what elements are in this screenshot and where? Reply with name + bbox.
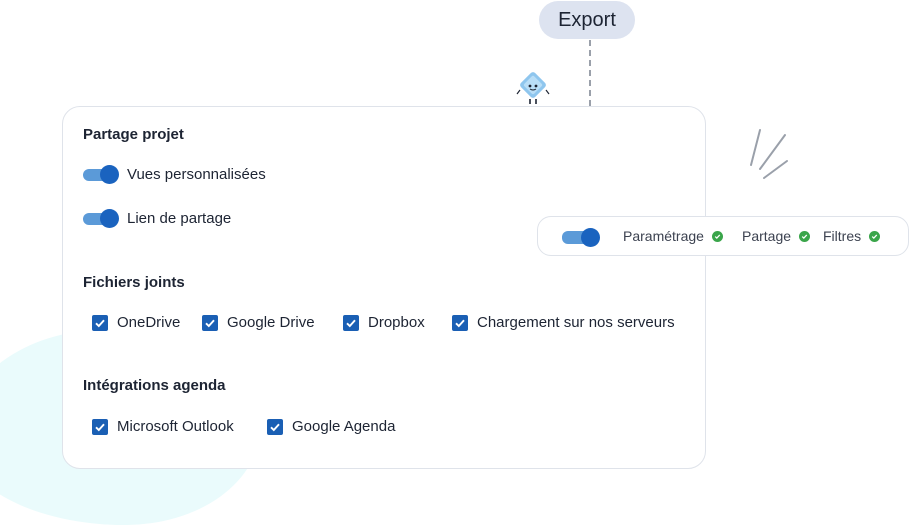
checkbox-onedrive[interactable]: OneDrive [92, 314, 180, 331]
toggle-knob [581, 228, 600, 247]
toggle-knob [100, 209, 119, 228]
check-circle-icon [799, 230, 811, 242]
checkbox-label: Chargement sur nos serveurs [477, 314, 675, 331]
toggle-switch[interactable] [83, 165, 119, 184]
checkbox-label: Dropbox [368, 314, 425, 331]
check-circle-icon [869, 230, 881, 242]
checkbox-checked-icon[interactable] [92, 418, 108, 435]
section-title-attachments: Fichiers joints [83, 274, 185, 291]
checkbox-checked-icon[interactable] [92, 314, 108, 331]
checkbox-checked-icon[interactable] [267, 418, 283, 435]
status-toggle-switch[interactable] [562, 228, 600, 247]
checkbox-label: OneDrive [117, 314, 181, 331]
export-label: Export [558, 8, 616, 31]
checkbox-server-upload[interactable]: Chargement sur nos serveurs [452, 314, 675, 331]
checkbox-label: Microsoft Outlook [117, 418, 234, 435]
checkbox-checked-icon[interactable] [452, 314, 468, 331]
status-label: Paramétrage [623, 228, 704, 244]
toggle-label: Vues personnalisées [127, 165, 266, 183]
status-bar: Paramétrage Partage Filtres [537, 216, 909, 256]
status-item-sharing: Partage [742, 228, 811, 244]
status-label: Filtres [823, 228, 862, 244]
mascot-icon [516, 72, 550, 104]
toggle-knob [100, 165, 119, 184]
checkbox-checked-icon[interactable] [343, 314, 359, 331]
section-title-calendar: Intégrations agenda [83, 377, 226, 394]
checkbox-checked-icon[interactable] [202, 314, 218, 331]
settings-card: Partage projet Vues personnalisées Lien … [62, 106, 706, 469]
checkbox-label: Google Agenda [292, 418, 396, 435]
checkbox-microsoft-outlook[interactable]: Microsoft Outlook [92, 418, 234, 435]
toggle-label: Lien de partage [127, 209, 232, 227]
status-label: Partage [742, 228, 792, 244]
sparkle-lines-icon [750, 129, 788, 179]
status-item-filters: Filtres [823, 228, 881, 244]
toggle-switch[interactable] [83, 209, 119, 228]
section-title-sharing: Partage projet [83, 126, 184, 143]
checkbox-dropbox[interactable]: Dropbox [343, 314, 425, 331]
connector-line [589, 40, 591, 106]
toggle-row-share-link[interactable]: Lien de partage [83, 209, 232, 228]
checkbox-google-drive[interactable]: Google Drive [202, 314, 315, 331]
toggle-row-custom-views[interactable]: Vues personnalisées [83, 165, 266, 184]
status-item-settings: Paramétrage [623, 228, 723, 244]
export-button[interactable]: Export [539, 1, 635, 39]
check-circle-icon [711, 230, 723, 242]
checkbox-google-agenda[interactable]: Google Agenda [267, 418, 395, 435]
checkbox-label: Google Drive [227, 314, 315, 331]
